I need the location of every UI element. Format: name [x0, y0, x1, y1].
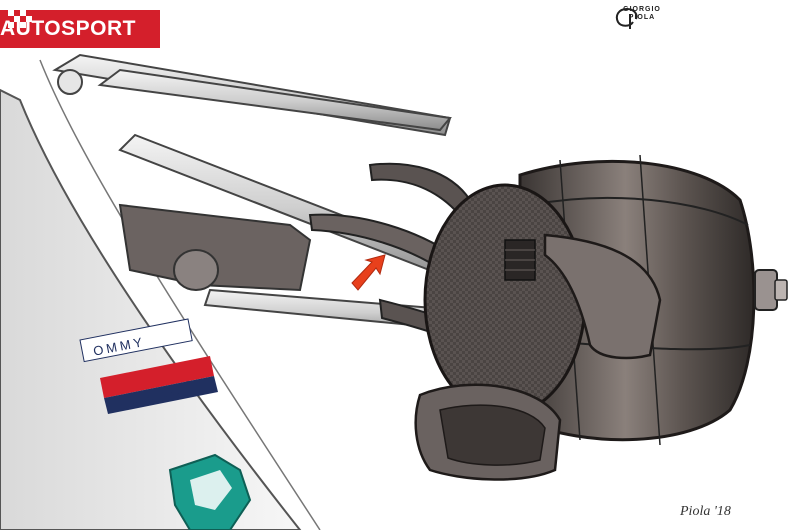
upper-wishbone-inboard-joint	[57, 69, 83, 95]
artist-signature: Piola '18	[679, 504, 731, 519]
livery-red-stripe	[100, 356, 214, 398]
deflector-fin-right	[543, 233, 662, 360]
upright-vane-upper	[368, 162, 472, 212]
scoop-inner	[439, 404, 546, 466]
car-bodywork	[0, 88, 302, 530]
lower-wishbone-fairing	[118, 203, 312, 292]
artist-name-line1: GIORGIO	[623, 6, 661, 13]
drum-band-1	[529, 196, 749, 226]
axle-thread	[774, 279, 788, 301]
lower-wishbone-end-cap	[173, 249, 219, 291]
brand-badge: AUTOSPORT	[0, 10, 160, 48]
wheel-axle-nut	[754, 269, 778, 311]
artist-logo: GIORGIO PIOLA	[612, 6, 672, 29]
livery-navy-stripe	[104, 376, 218, 414]
logo-inner-shape	[190, 470, 232, 510]
artist-monogram-icon	[615, 8, 638, 29]
annotation-arrow	[351, 254, 386, 291]
artist-name-line2: PIOLA	[628, 14, 656, 21]
livery-navy-block	[79, 318, 193, 363]
brand-name: AUTOSPORT	[0, 17, 136, 40]
upper-wishbone-rear-arm	[97, 68, 452, 132]
hub-face	[423, 183, 587, 417]
checkered-flag-icon	[8, 10, 32, 28]
